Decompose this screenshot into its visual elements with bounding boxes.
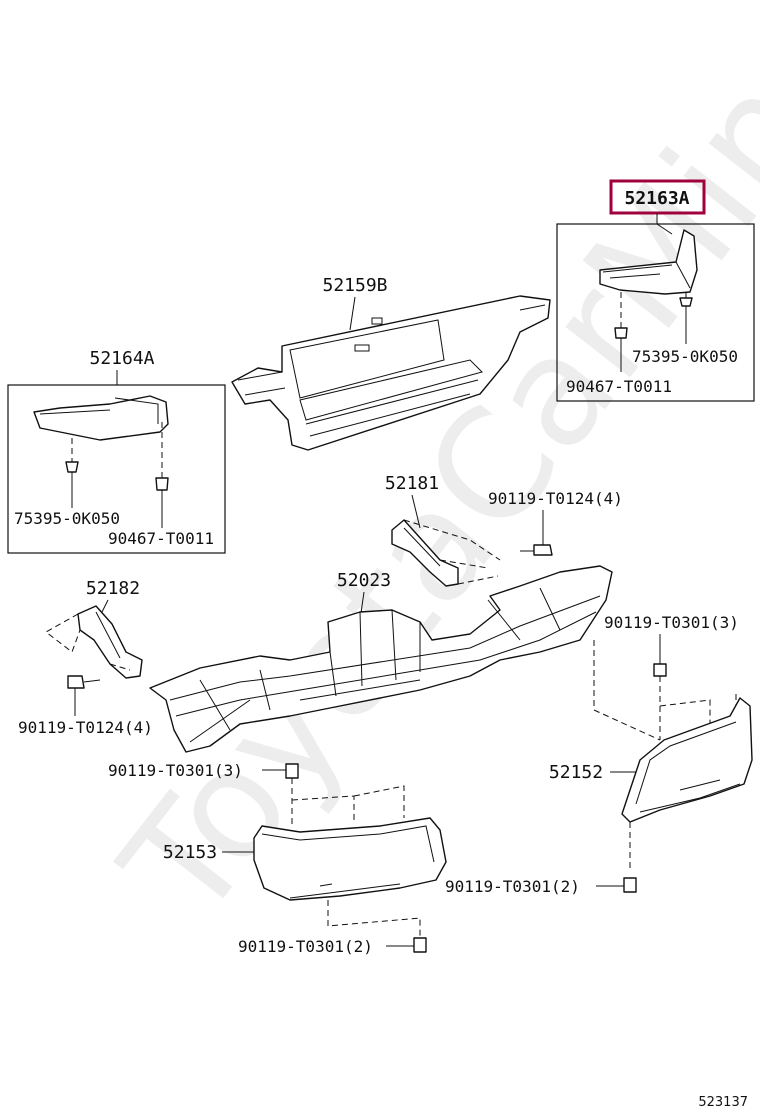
dash-52153 <box>291 778 405 824</box>
clip-90467-left[interactable] <box>155 422 169 528</box>
bracket-52181[interactable] <box>391 519 459 587</box>
label-90119-T0301-left3[interactable]: 90119-T0301(3) <box>108 761 243 780</box>
group-box-52164A <box>7 384 226 554</box>
bolt-90119-T0301-left3[interactable] <box>285 763 299 779</box>
label-90119-T0301-right3[interactable]: 90119-T0301(3) <box>604 613 739 632</box>
clip-75395-left[interactable] <box>65 438 79 508</box>
label-90119-T0124-left[interactable]: 90119-T0124(4) <box>18 718 153 737</box>
label-75395-right[interactable]: 75395-0K050 <box>632 347 738 366</box>
bracket-52182[interactable] <box>77 605 143 679</box>
label-52159B[interactable]: 52159B <box>322 275 387 296</box>
dash-52182 <box>45 613 131 671</box>
label-90119-T0301-bottom2[interactable]: 90119-T0301(2) <box>238 937 373 956</box>
rear-step-panel-52159B[interactable] <box>231 295 551 451</box>
step-pad-right[interactable] <box>599 229 698 295</box>
bumper-end-52152[interactable] <box>621 697 753 823</box>
bolt-90119-T0301-right2[interactable] <box>623 877 637 893</box>
label-75395-left[interactable]: 75395-0K050 <box>14 509 120 528</box>
leader-52181 <box>411 494 421 529</box>
leader-52159B <box>349 296 356 331</box>
bolt-90119-T0301-right3[interactable] <box>653 663 667 740</box>
step-pad-left[interactable] <box>33 395 169 441</box>
clip-75395-right[interactable] <box>679 292 693 318</box>
label-90119-T0301-right2[interactable]: 90119-T0301(2) <box>445 877 580 896</box>
label-52023[interactable]: 52023 <box>337 570 391 591</box>
reinforcement-52023[interactable] <box>149 565 613 753</box>
label-90119-T0124-top[interactable]: 90119-T0124(4) <box>488 489 623 508</box>
dash-52153-bottom <box>327 900 421 940</box>
label-90467-right[interactable]: 90467-T0011 <box>566 377 672 396</box>
diagram-ref-number: 523137 <box>698 1095 748 1110</box>
bolt-90119-T0301-bottom2[interactable] <box>413 937 427 953</box>
label-52182[interactable]: 52182 <box>86 578 140 599</box>
label-52181[interactable]: 52181 <box>385 473 439 494</box>
dash-52181 <box>403 519 501 585</box>
label-52153[interactable]: 52153 <box>163 842 217 863</box>
bolt-90119-T0124-top[interactable] <box>520 544 553 556</box>
leader-52163A-part <box>656 223 673 235</box>
bolt-90119-T0124-left[interactable] <box>67 675 101 716</box>
group-box-52163A <box>556 223 755 402</box>
label-52152[interactable]: 52152 <box>549 762 603 783</box>
label-52163A[interactable]: 52163A <box>624 188 689 209</box>
clip-90467-right[interactable] <box>614 292 628 372</box>
label-90467-left[interactable]: 90467-T0011 <box>108 529 214 548</box>
bumper-end-52153[interactable] <box>253 817 447 901</box>
label-52164A[interactable]: 52164A <box>89 348 154 369</box>
